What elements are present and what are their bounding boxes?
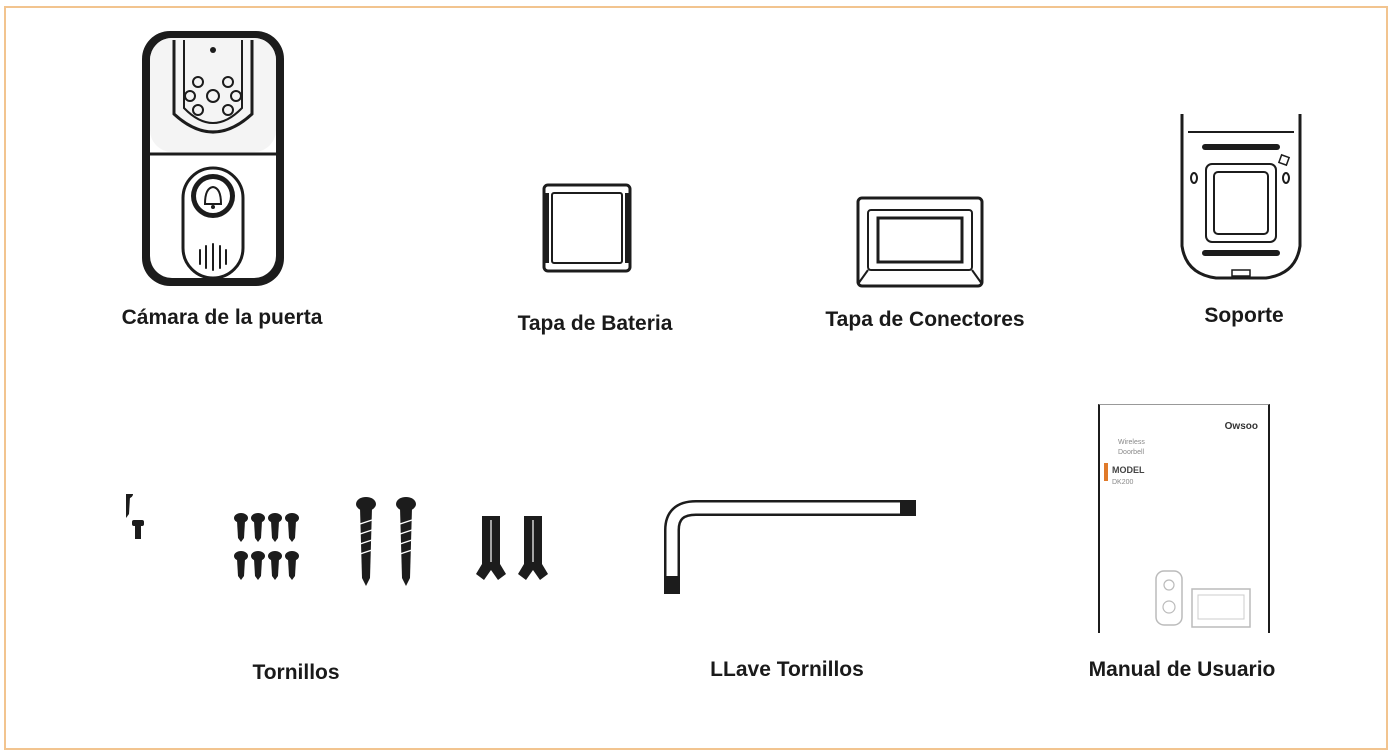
manual-brand: Owsoo <box>1224 421 1258 432</box>
item-label-manual: Manual de Usuario <box>1088 658 1276 681</box>
item-label-hex-key: LLave Tornillos <box>710 658 864 681</box>
battery-cover-icon <box>542 183 632 273</box>
manual-cover-illustration <box>1155 570 1251 628</box>
manual-model-number: DK200 <box>1112 479 1134 486</box>
user-manual-icon: Owsoo Wireless Doorbell MODEL DK200 <box>1098 404 1270 633</box>
connector-cover-icon <box>856 196 984 288</box>
bracket-icon <box>1180 114 1302 280</box>
manual-accent-bar <box>1104 463 1108 481</box>
package-contents-frame: Cámara de la puerta Tapa de Bateria Tapa… <box>4 6 1388 750</box>
manual-line2: Doorbell <box>1118 449 1145 456</box>
item-label-screws: Tornillos <box>252 661 340 684</box>
manual-model-label: MODEL <box>1112 465 1145 475</box>
item-label-bracket: Soporte <box>1204 304 1284 327</box>
doorbell-camera-icon <box>142 31 284 286</box>
item-label-connector-cover: Tapa de Conectores <box>825 308 1025 331</box>
item-label-battery-cover: Tapa de Bateria <box>517 312 673 335</box>
screws-icon <box>126 494 548 586</box>
manual-line1: Wireless <box>1118 439 1145 446</box>
hex-key-icon <box>664 500 916 594</box>
item-label-camera: Cámara de la puerta <box>121 306 323 329</box>
